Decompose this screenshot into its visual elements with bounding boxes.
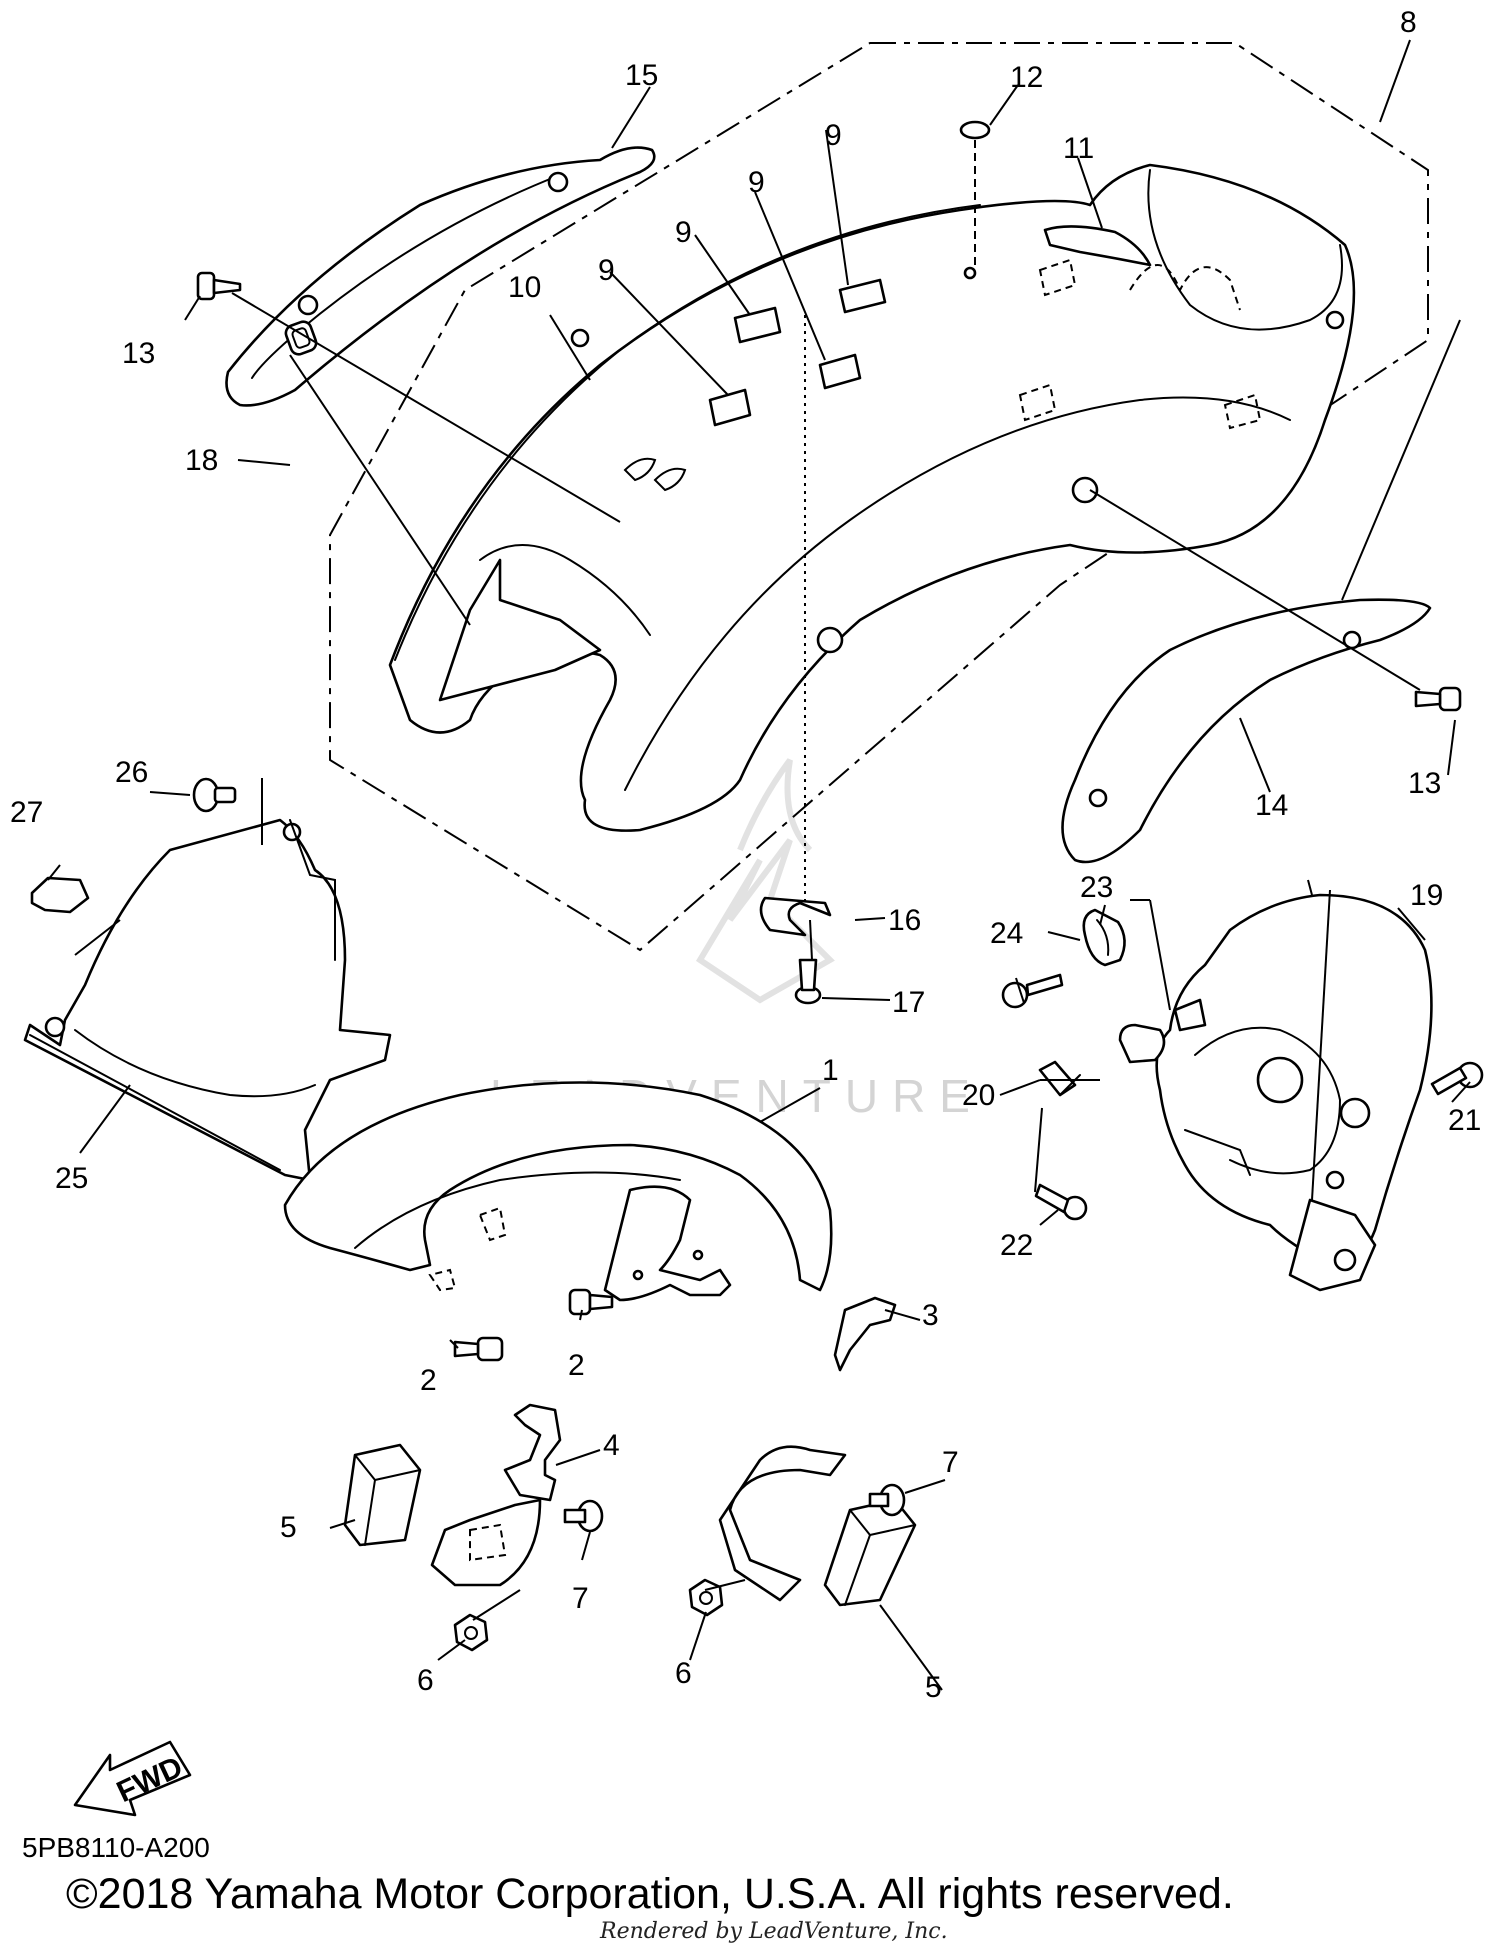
part-21-bolt <box>1430 1061 1484 1096</box>
diagram-code: 5PB8110-A200 <box>22 1832 210 1863</box>
callout-8: 8 <box>1400 6 1417 39</box>
part-27-clip <box>30 876 90 914</box>
callout-20: 20 <box>962 1079 995 1112</box>
part-6-nut-right <box>688 1578 724 1617</box>
callout-7-left: 7 <box>572 1582 589 1615</box>
part-3-bracket-right <box>833 1296 897 1372</box>
callout-13-right: 13 <box>1408 767 1441 800</box>
part-10-rear-fender <box>388 163 1356 832</box>
part-4-bracket-left <box>503 1403 562 1502</box>
part-12-washer <box>959 120 991 140</box>
callout-2-left: 2 <box>420 1364 437 1397</box>
callout-9-b: 9 <box>675 216 692 249</box>
part-16-clip <box>759 896 832 937</box>
callout-14: 14 <box>1255 789 1288 822</box>
callout-27: 27 <box>10 796 43 829</box>
callout-11: 11 <box>1063 132 1094 165</box>
callout-21: 21 <box>1448 1104 1481 1137</box>
callout-1: 1 <box>822 1054 839 1087</box>
part-17-screw <box>794 958 822 1005</box>
callout-19: 19 <box>1410 879 1443 912</box>
callout-10: 10 <box>508 271 541 304</box>
callout-26: 26 <box>115 756 148 789</box>
callout-6-right: 6 <box>675 1657 692 1690</box>
part-5-reflector-left <box>343 1443 422 1547</box>
callout-2-right: 2 <box>568 1349 585 1382</box>
part-13-bolt-right <box>1414 686 1462 712</box>
part-15-side-cover <box>225 146 656 407</box>
part-9-decals <box>708 278 887 427</box>
part-13-bolt-left <box>196 271 242 301</box>
callout-13-left: 13 <box>122 337 155 370</box>
part-24-screw <box>1001 973 1064 1009</box>
callout-12: 12 <box>1010 61 1043 94</box>
part-26-rivet <box>192 777 237 813</box>
callout-9-c: 9 <box>748 166 765 199</box>
part-7-screw-left <box>563 1499 604 1533</box>
part-25-front-cover <box>23 818 392 1182</box>
part-2-bolt-left <box>453 1336 504 1362</box>
part-20-clip <box>1038 1060 1077 1097</box>
leader-lines <box>47 39 1471 1691</box>
part-11-emblem <box>1043 225 1152 267</box>
callout-9-d: 9 <box>825 119 842 152</box>
callout-15: 15 <box>625 59 658 92</box>
callout-22: 22 <box>1000 1229 1033 1262</box>
callout-24: 24 <box>990 917 1023 950</box>
callout-5-right: 5 <box>925 1671 942 1704</box>
leadventure-watermark: LEADVENTURE <box>490 758 970 1122</box>
callout-23: 23 <box>1080 871 1113 904</box>
callout-9-a: 9 <box>598 254 615 287</box>
callout-6-left: 6 <box>417 1664 434 1697</box>
callout-16: 16 <box>888 904 921 937</box>
rendered-by-credit: Rendered by LeadVenture, Inc. <box>600 1919 948 1944</box>
part-5-reflector-right <box>823 1498 917 1607</box>
part-23-clamp <box>1082 908 1126 967</box>
callout-3: 3 <box>922 1299 939 1332</box>
callout-4: 4 <box>603 1429 620 1462</box>
part-19-taillight-bracket <box>1118 893 1433 1292</box>
callout-5-left: 5 <box>280 1511 297 1544</box>
callout-17: 17 <box>892 986 925 1019</box>
part-14-side-cover <box>1061 598 1432 864</box>
callout-25: 25 <box>55 1162 88 1195</box>
part-2-bolt-right <box>568 1288 614 1316</box>
part-22-bolt <box>1034 1183 1088 1221</box>
part-1-front-fender <box>283 1081 833 1302</box>
assembly-boundary <box>329 42 1429 952</box>
copyright-notice: ©2018 Yamaha Motor Corporation, U.S.A. A… <box>66 1870 1234 1918</box>
callout-18: 18 <box>185 444 218 477</box>
fwd-arrow: FWD <box>73 1740 192 1817</box>
callout-labels: 1 2 2 3 4 5 5 6 6 7 7 8 9 9 9 9 10 11 12… <box>10 6 1481 1704</box>
callout-7-right: 7 <box>942 1446 959 1479</box>
part-7-screw-right <box>868 1483 906 1517</box>
